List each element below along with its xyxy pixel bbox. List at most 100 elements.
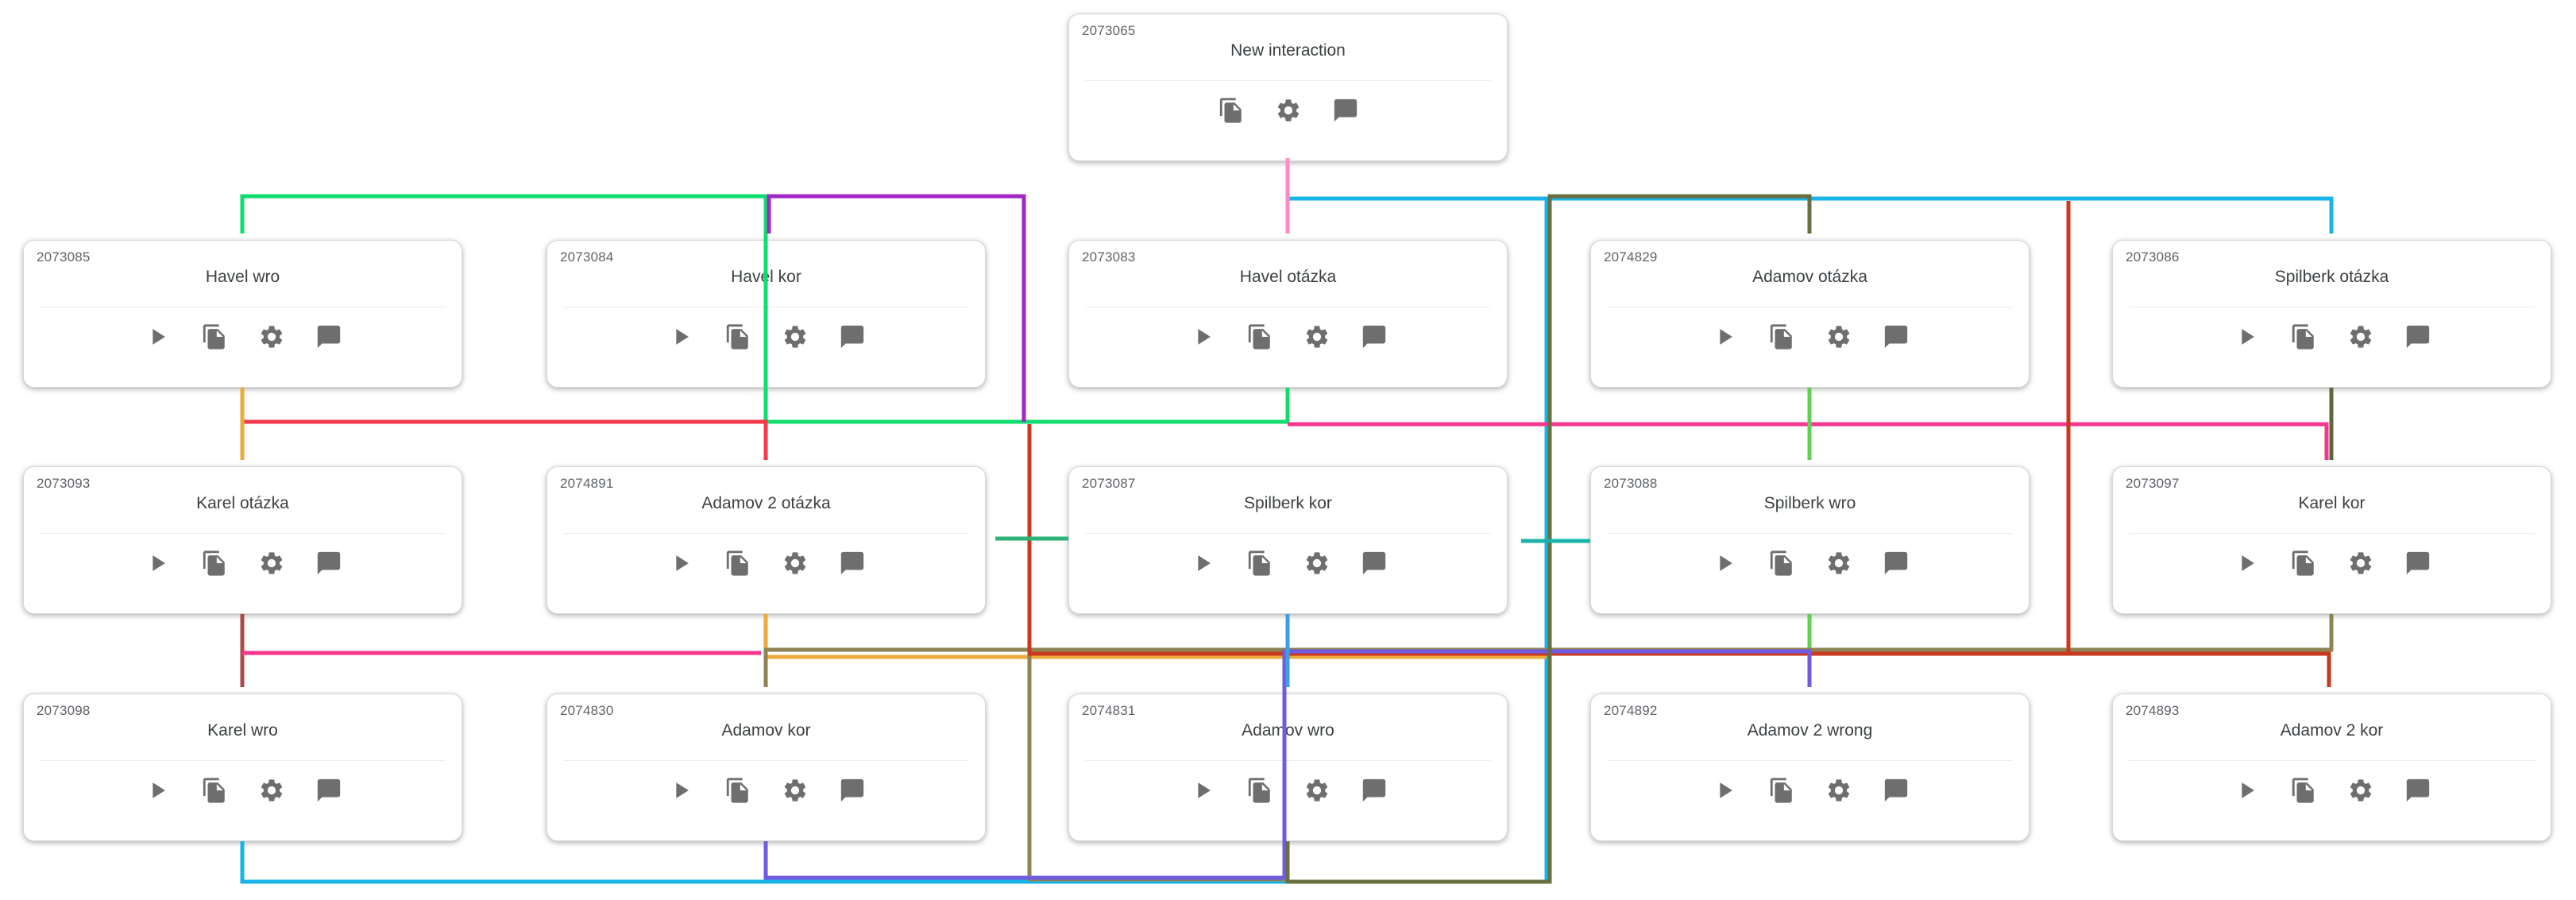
play-icon[interactable] (2233, 777, 2260, 804)
flow-node[interactable]: 2073097 Karel kor (2112, 466, 2551, 614)
flow-node[interactable]: 2073083 Havel otázka (1068, 240, 1508, 388)
comment-icon[interactable] (1361, 323, 1388, 350)
flow-node[interactable]: 2074831 Adamov wro (1068, 693, 1508, 841)
node-id: 2074892 (1604, 703, 1658, 718)
copy-icon[interactable] (2290, 323, 2317, 350)
settings-icon[interactable] (1275, 97, 1302, 124)
node-divider (40, 533, 446, 534)
copy-icon[interactable] (724, 323, 751, 350)
edge-to-adamov-2-otazka (242, 419, 768, 460)
comment-icon[interactable] (1361, 777, 1388, 804)
node-toolbar (547, 550, 985, 577)
comment-icon[interactable] (839, 777, 866, 804)
play-icon[interactable] (2233, 323, 2260, 350)
comment-icon[interactable] (1361, 550, 1388, 577)
play-icon[interactable] (144, 550, 171, 577)
play-icon[interactable] (1189, 323, 1216, 350)
settings-icon[interactable] (1303, 550, 1330, 577)
node-title: Spilberk otázka (2274, 268, 2389, 286)
comment-icon[interactable] (1332, 97, 1359, 124)
play-icon[interactable] (144, 777, 171, 804)
settings-icon[interactable] (258, 550, 285, 577)
node-id: 2074829 (1604, 249, 1658, 265)
play-icon[interactable] (667, 323, 694, 350)
node-id: 2073065 (1082, 23, 1136, 38)
copy-icon[interactable] (1218, 97, 1245, 124)
copy-icon[interactable] (2290, 777, 2317, 804)
settings-icon[interactable] (1825, 777, 1852, 804)
play-icon[interactable] (667, 550, 694, 577)
settings-icon[interactable] (258, 777, 285, 804)
play-icon[interactable] (1189, 550, 1216, 577)
flow-node[interactable]: 2074829 Adamov otázka (1590, 240, 2030, 388)
node-id: 2074891 (560, 476, 614, 491)
settings-icon[interactable] (1825, 323, 1852, 350)
copy-icon[interactable] (201, 777, 228, 804)
flow-node[interactable]: 2074891 Adamov 2 otázka (546, 466, 986, 614)
flow-node[interactable]: 2073088 Spilberk wro (1590, 466, 2030, 614)
copy-icon[interactable] (201, 550, 228, 577)
comment-icon[interactable] (1883, 323, 1910, 350)
settings-icon[interactable] (2347, 777, 2374, 804)
copy-icon[interactable] (1768, 323, 1795, 350)
copy-icon[interactable] (1768, 550, 1795, 577)
flow-node[interactable]: 2073093 Karel otázka (23, 466, 462, 614)
comment-icon[interactable] (839, 323, 866, 350)
comment-icon[interactable] (315, 550, 342, 577)
flow-node[interactable]: 2073084 Havel kor (546, 240, 986, 388)
play-icon[interactable] (1711, 777, 1738, 804)
play-icon[interactable] (1711, 550, 1738, 577)
play-icon[interactable] (144, 323, 171, 350)
comment-icon[interactable] (1883, 777, 1910, 804)
copy-icon[interactable] (1768, 777, 1795, 804)
flow-node[interactable]: 2074830 Adamov kor (546, 693, 986, 841)
comment-icon[interactable] (2404, 550, 2431, 577)
settings-icon[interactable] (1303, 323, 1330, 350)
node-toolbar (1069, 550, 1507, 577)
comment-icon[interactable] (2404, 777, 2431, 804)
node-toolbar (547, 777, 985, 804)
settings-icon[interactable] (782, 777, 809, 804)
settings-icon[interactable] (258, 323, 285, 350)
copy-icon[interactable] (1246, 777, 1273, 804)
flow-node[interactable]: 2073086 Spilberk otázka (2112, 240, 2551, 388)
settings-icon[interactable] (2347, 323, 2374, 350)
copy-icon[interactable] (724, 550, 751, 577)
play-icon[interactable] (1189, 777, 1216, 804)
copy-icon[interactable] (2290, 550, 2317, 577)
edge-adamov-2-otazka-down-right-segment (763, 614, 1547, 659)
comment-icon[interactable] (315, 777, 342, 804)
comment-icon[interactable] (315, 323, 342, 350)
edge-karel-kor-to-adamov-kor (763, 614, 2334, 687)
copy-icon[interactable] (1246, 323, 1273, 350)
flow-node[interactable]: 2073065 New interaction (1068, 14, 1508, 161)
comment-icon[interactable] (839, 550, 866, 577)
copy-icon[interactable] (724, 777, 751, 804)
node-toolbar (2113, 323, 2551, 350)
node-id: 2074831 (1082, 703, 1136, 718)
node-title: Karel otázka (196, 494, 289, 512)
node-toolbar (2113, 777, 2551, 804)
flow-node[interactable]: 2073085 Havel wro (23, 240, 462, 388)
comment-icon[interactable] (2404, 323, 2431, 350)
settings-icon[interactable] (782, 550, 809, 577)
play-icon[interactable] (667, 777, 694, 804)
node-divider (40, 760, 446, 761)
settings-icon[interactable] (1303, 777, 1330, 804)
settings-icon[interactable] (2347, 550, 2374, 577)
copy-icon[interactable] (1246, 550, 1273, 577)
play-icon[interactable] (2233, 550, 2260, 577)
comment-icon[interactable] (1883, 550, 1910, 577)
settings-icon[interactable] (1825, 550, 1852, 577)
flow-node[interactable]: 2074893 Adamov 2 kor (2112, 693, 2551, 841)
flow-node[interactable]: 2073087 Spilberk kor (1068, 466, 1508, 614)
flow-node[interactable]: 2074892 Adamov 2 wrong (1590, 693, 2030, 841)
copy-icon[interactable] (201, 323, 228, 350)
node-id: 2073088 (1604, 476, 1658, 491)
node-toolbar (24, 550, 462, 577)
node-toolbar (1591, 323, 2029, 350)
play-icon[interactable] (1711, 323, 1738, 350)
flow-node[interactable]: 2073098 Karel wro (23, 693, 462, 841)
settings-icon[interactable] (782, 323, 809, 350)
